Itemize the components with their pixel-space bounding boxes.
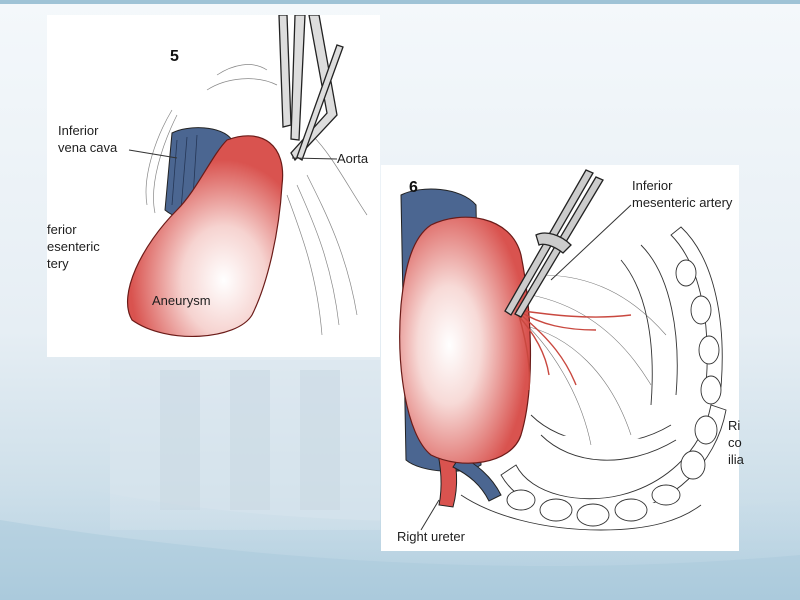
bowel-loops	[460, 226, 727, 531]
aortic-clamp	[278, 15, 344, 162]
label-ima-line1: ferior	[47, 222, 77, 237]
label-right-common-iliac-line1: Ri	[728, 418, 741, 433]
figure-6-panel: 6 Inferior mesenteric artery Right urete…	[381, 165, 739, 551]
label-inferior-vena-cava-line1: Inferior	[58, 123, 99, 138]
figure-5-panel: 5 Inferior vena cava Aorta ferior esente…	[47, 15, 380, 357]
ima-clamp	[504, 169, 604, 318]
label-right-common-iliac-line2: co	[728, 435, 742, 450]
label-aneurysm: Aneurysm	[152, 293, 211, 308]
label-right-ureter: Right ureter	[397, 529, 465, 544]
label-ima-line2: mesenteric artery	[632, 195, 733, 210]
figure-5-number: 5	[170, 48, 179, 65]
tissue-sketch	[145, 64, 368, 336]
label-aorta: Aorta	[337, 151, 369, 166]
aneurysm-shape	[127, 135, 284, 337]
figure-6-number: 6	[409, 179, 418, 196]
label-inferior-vena-cava-line2: vena cava	[58, 140, 118, 155]
figure-6-illustration	[399, 169, 727, 531]
label-ima-line1: Inferior	[632, 178, 673, 193]
ima-branches	[515, 309, 632, 391]
label-ima-line3: tery	[47, 256, 69, 271]
label-right-common-iliac-line3: ilia	[728, 452, 744, 467]
label-ima-line2: esenteric	[47, 239, 100, 254]
figure-5-illustration	[127, 15, 368, 337]
aneurysm-shape	[399, 216, 532, 464]
